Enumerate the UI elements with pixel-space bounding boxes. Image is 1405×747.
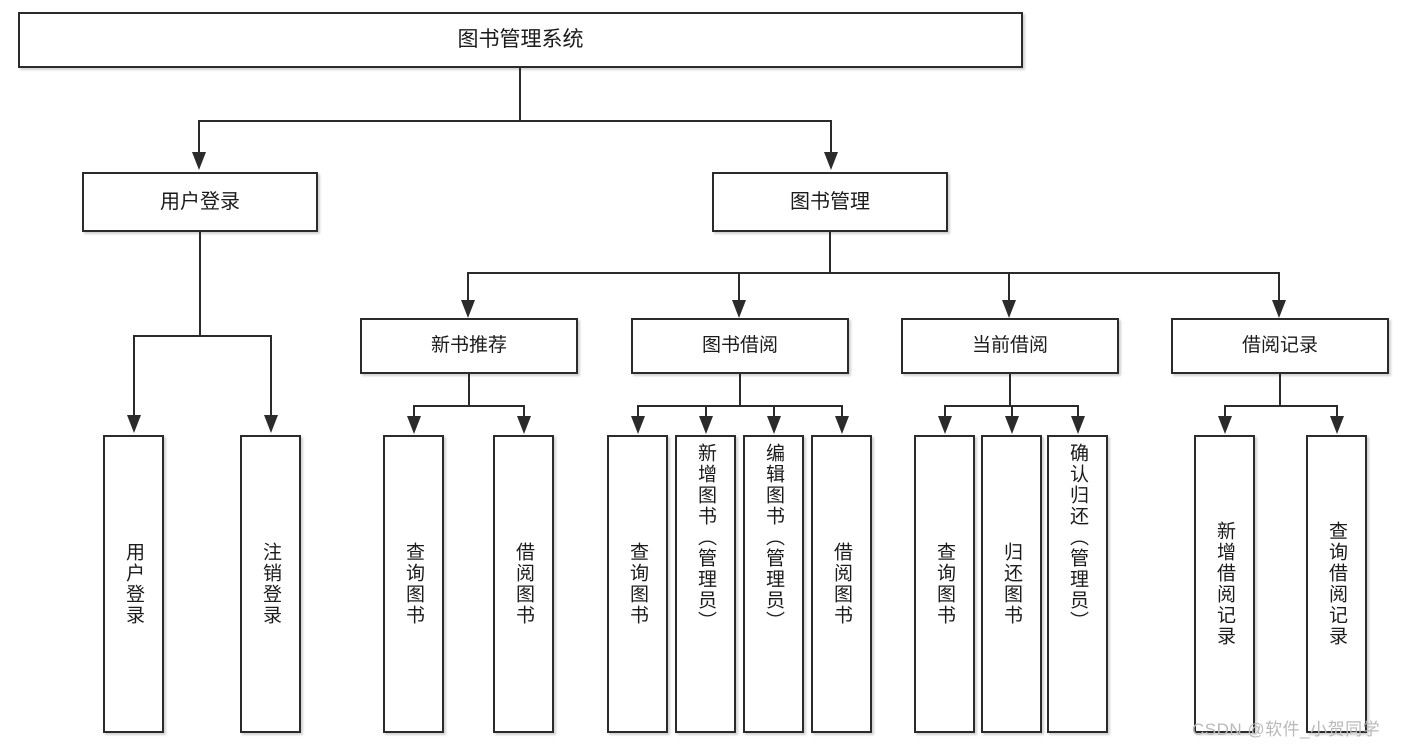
connector-book-management-bar [467, 272, 1280, 274]
connector-book-management-stem [829, 232, 831, 274]
node-label: 图书借阅 [701, 335, 778, 357]
arrow-bm-to-current-borrow-icon [1002, 300, 1016, 318]
leaf-borrow-record-query-record[interactable]: 查询借阅记录 [1306, 435, 1367, 733]
connector-book-borrow-bar [637, 405, 843, 407]
node-new-book-recommend[interactable]: 新书推荐 [360, 318, 578, 374]
leaf-current-borrow-confirm-return-admin[interactable]: 确认归还（管理员） [1047, 435, 1108, 733]
connector-borrow-record-stem [1279, 374, 1281, 406]
arrow-current-borrow-leaf-2-icon [1005, 416, 1019, 434]
connector-current-borrow-to-leaf-3 [1077, 405, 1079, 418]
node-label: 查询图书 [627, 542, 648, 626]
leaf-book-borrow-borrow-book[interactable]: 借阅图书 [811, 435, 872, 733]
leaf-current-borrow-return-book[interactable]: 归还图书 [981, 435, 1042, 733]
connector-root-to-book-management [830, 120, 832, 154]
connector-current-borrow-stem [1009, 374, 1011, 406]
arrow-current-borrow-leaf-3-icon [1071, 416, 1085, 434]
leaf-user-login-logout[interactable]: 注销登录 [240, 435, 301, 733]
connector-user-login-bar [133, 335, 272, 337]
arrow-root-to-user-login-icon [192, 152, 206, 170]
leaf-new-book-query-book[interactable]: 查询图书 [383, 435, 444, 733]
leaf-book-borrow-edit-book-admin[interactable]: 编辑图书（管理员） [743, 435, 804, 733]
arrow-borrow-record-leaf-2-icon [1330, 416, 1344, 434]
arrow-current-borrow-leaf-1-icon [938, 416, 952, 434]
node-label: 编辑图书（管理员） [763, 443, 784, 632]
leaf-new-book-borrow-book[interactable]: 借阅图书 [493, 435, 554, 733]
arrow-bm-to-borrow-record-icon [1272, 300, 1286, 318]
node-user-login[interactable]: 用户登录 [82, 172, 318, 232]
arrow-user-login-leaf-2-icon [264, 415, 278, 433]
connector-new-book-to-leaf-2 [523, 405, 525, 418]
node-label: 新书推荐 [430, 335, 507, 357]
node-label: 用户登录 [123, 542, 144, 626]
node-label: 图书管理 [790, 190, 870, 213]
arrow-bm-to-new-book-icon [461, 300, 475, 318]
connector-user-login-to-leaf-1 [133, 335, 135, 417]
leaf-current-borrow-query-book[interactable]: 查询图书 [914, 435, 975, 733]
connector-bm-to-borrow-record [1278, 272, 1280, 302]
leaf-borrow-record-add-record[interactable]: 新增借阅记录 [1194, 435, 1255, 733]
node-borrow-record[interactable]: 借阅记录 [1171, 318, 1389, 374]
node-label: 归还图书 [1001, 542, 1022, 626]
connector-current-borrow-to-leaf-2 [1011, 405, 1013, 418]
connector-root-stem [519, 68, 521, 122]
arrow-root-to-book-management-icon [824, 152, 838, 170]
connector-user-login-to-leaf-2 [270, 335, 272, 417]
connector-bm-to-new-book [467, 272, 469, 302]
connector-bm-to-book-borrow [738, 272, 740, 302]
connector-root-to-user-login [198, 120, 200, 154]
node-label: 借阅图书 [831, 542, 852, 626]
arrow-bm-to-book-borrow-icon [732, 300, 746, 318]
arrow-book-borrow-leaf-2-icon [699, 416, 713, 434]
connector-book-borrow-to-leaf-3 [773, 405, 775, 418]
arrow-user-login-leaf-1-icon [127, 415, 141, 433]
connector-borrow-record-bar [1224, 405, 1338, 407]
connector-book-borrow-to-leaf-2 [705, 405, 707, 418]
connector-user-login-stem [199, 232, 201, 336]
node-label: 查询借阅记录 [1326, 521, 1347, 647]
connector-new-book-bar [413, 405, 525, 407]
node-label: 图书管理系统 [457, 27, 584, 51]
connector-current-borrow-to-leaf-1 [944, 405, 946, 418]
arrow-book-borrow-leaf-3-icon [767, 416, 781, 434]
leaf-book-borrow-add-book-admin[interactable]: 新增图书（管理员） [675, 435, 736, 733]
node-book-borrow[interactable]: 图书借阅 [631, 318, 849, 374]
node-label: 借阅记录 [1241, 335, 1318, 357]
leaf-book-borrow-query-book[interactable]: 查询图书 [607, 435, 668, 733]
node-label: 用户登录 [160, 190, 240, 213]
connector-book-borrow-to-leaf-1 [637, 405, 639, 418]
node-label: 新增图书（管理员） [695, 443, 716, 632]
connector-borrow-record-to-leaf-1 [1224, 405, 1226, 418]
node-current-borrow[interactable]: 当前借阅 [901, 318, 1119, 374]
connector-root-bar [198, 120, 832, 122]
connector-borrow-record-to-leaf-2 [1336, 405, 1338, 418]
arrow-new-book-leaf-2-icon [517, 416, 531, 434]
leaf-user-login-login[interactable]: 用户登录 [103, 435, 164, 733]
arrow-book-borrow-leaf-4-icon [835, 416, 849, 434]
connector-new-book-stem [468, 374, 470, 406]
connector-bm-to-current-borrow [1008, 272, 1010, 302]
node-book-management[interactable]: 图书管理 [712, 172, 948, 232]
watermark-text: CSDN @软件_小贺同学 [1192, 720, 1381, 739]
connector-new-book-to-leaf-1 [413, 405, 415, 418]
node-label: 查询图书 [934, 542, 955, 626]
arrow-borrow-record-leaf-1-icon [1218, 416, 1232, 434]
node-root-book-management-system[interactable]: 图书管理系统 [18, 12, 1023, 68]
node-label: 借阅图书 [513, 542, 534, 626]
connector-book-borrow-to-leaf-4 [841, 405, 843, 418]
node-label: 注销登录 [260, 542, 281, 626]
arrow-book-borrow-leaf-1-icon [631, 416, 645, 434]
connector-book-borrow-stem [739, 374, 741, 406]
node-label: 确认归还（管理员） [1067, 443, 1088, 632]
node-label: 查询图书 [403, 542, 424, 626]
node-label: 当前借阅 [971, 335, 1048, 357]
node-label: 新增借阅记录 [1214, 521, 1235, 647]
arrow-new-book-leaf-1-icon [407, 416, 421, 434]
